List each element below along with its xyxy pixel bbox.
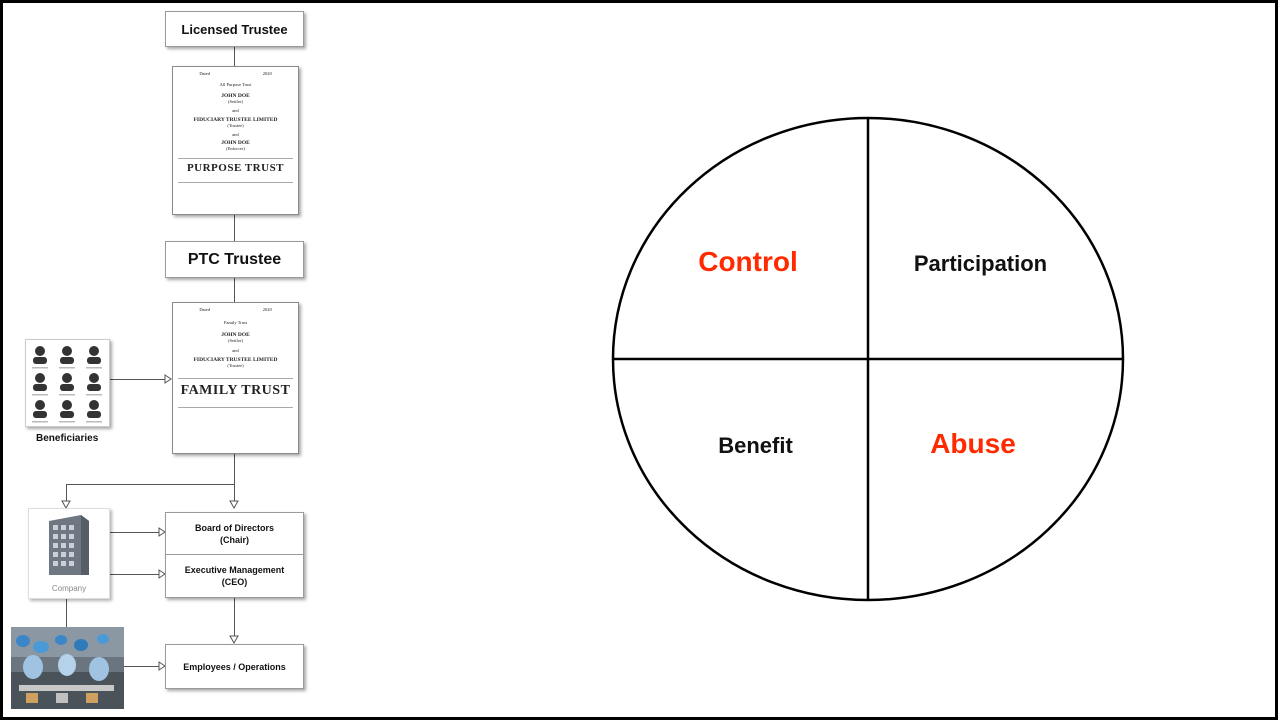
executive-management-cell: Executive Management (CEO) bbox=[166, 555, 303, 597]
doc-role-trustee: (Trustee) bbox=[227, 363, 244, 368]
connector-line bbox=[124, 666, 162, 667]
purpose-trust-title: PURPOSE TRUST bbox=[186, 162, 285, 174]
quadrant-control: Control bbox=[698, 246, 798, 277]
company-card: Company bbox=[28, 508, 110, 599]
licensed-trustee-label: Licensed Trustee bbox=[181, 21, 288, 37]
employees-operations-box: Employees / Operations bbox=[165, 644, 304, 689]
connector-line bbox=[234, 46, 235, 66]
beneficiaries-label: Beneficiaries bbox=[36, 433, 99, 444]
doc-date-right: 2020 bbox=[262, 307, 272, 312]
connector-line bbox=[66, 484, 235, 485]
licensed-trustee-box: Licensed Trustee bbox=[165, 11, 304, 47]
governance-box: Board of Directors (Chair) Executive Man… bbox=[165, 512, 304, 598]
doc-date-left: Dated bbox=[199, 71, 211, 76]
doc-and: and bbox=[232, 348, 239, 353]
doc-date-right: 2020 bbox=[262, 71, 272, 76]
slide: Licensed Trustee Dated 2020 All Purpose … bbox=[3, 3, 1275, 717]
family-trust-title: FAMILY TRUST bbox=[180, 383, 291, 398]
doc-trust-name: Family Trust bbox=[223, 320, 248, 325]
executive-role: (CEO) bbox=[221, 577, 248, 587]
board-role: (Chair) bbox=[220, 534, 249, 545]
doc-role-trustee: (Trustee) bbox=[227, 123, 244, 128]
operations-photo bbox=[11, 627, 124, 709]
doc-and: and bbox=[232, 132, 239, 137]
beneficiaries-card bbox=[25, 339, 110, 427]
ptc-trustee-label: PTC Trustee bbox=[187, 250, 282, 268]
board-of-directors-cell: Board of Directors (Chair) bbox=[166, 513, 303, 555]
ptc-trustee-box: PTC Trustee bbox=[165, 241, 304, 278]
doc-trust-name: All Purpose Trust bbox=[219, 82, 252, 87]
connector-line bbox=[234, 214, 235, 241]
board-label: Board of Directors bbox=[194, 522, 274, 533]
quadrant-abuse: Abuse bbox=[930, 428, 1016, 459]
doc-date-left: Dated bbox=[199, 307, 211, 312]
doc-party-trustee: FIDUCIARY TRUSTEE LIMITED bbox=[193, 117, 278, 123]
executive-label: Executive Management bbox=[184, 565, 285, 575]
connector-line bbox=[66, 484, 67, 506]
office-building-icon bbox=[49, 515, 89, 575]
people-icon bbox=[32, 346, 102, 423]
doc-role-enforcer: (Enforcer) bbox=[226, 146, 245, 151]
doc-party-enforcer: JOHN DOE bbox=[221, 140, 250, 146]
quadrant-benefit: Benefit bbox=[718, 433, 793, 458]
connector-line bbox=[109, 379, 167, 380]
doc-and: and bbox=[232, 108, 239, 113]
doc-role-settlor: (Settlor) bbox=[228, 99, 243, 104]
company-label: Company bbox=[51, 584, 87, 593]
connector-line bbox=[234, 597, 235, 637]
connector-line bbox=[234, 277, 235, 302]
connector-line bbox=[66, 597, 67, 627]
doc-role-settlor: (Settlor) bbox=[228, 338, 243, 343]
connector-line bbox=[234, 453, 235, 508]
doc-party-settlor: JOHN DOE bbox=[221, 332, 250, 338]
doc-party-trustee: FIDUCIARY TRUSTEE LIMITED bbox=[193, 357, 278, 363]
quadrant-participation: Participation bbox=[913, 251, 1048, 276]
factory-workers-image bbox=[11, 627, 124, 709]
quadrant-circle bbox=[611, 116, 1125, 602]
connector-line bbox=[107, 574, 162, 575]
employees-operations-label: Employees / Operations bbox=[183, 661, 286, 672]
purpose-trust-document: Dated 2020 All Purpose Trust JOHN DOE (S… bbox=[172, 66, 299, 215]
doc-party-settlor: JOHN DOE bbox=[221, 93, 250, 99]
family-trust-document: Dated 2020 Family Trust JOHN DOE (Settlo… bbox=[172, 302, 299, 454]
connector-line bbox=[107, 532, 162, 533]
